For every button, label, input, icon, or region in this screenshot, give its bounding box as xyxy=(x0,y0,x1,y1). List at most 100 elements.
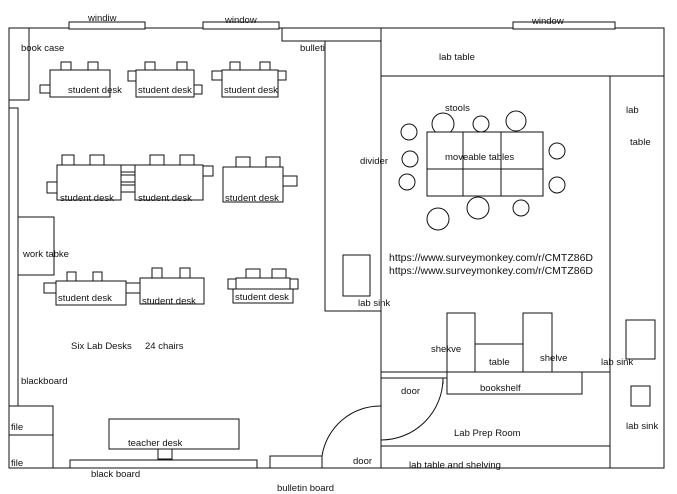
door-mid-label: door xyxy=(401,386,420,397)
stool xyxy=(466,196,490,220)
desk-group-row3: student desk student desk student desk xyxy=(43,267,299,307)
stool xyxy=(400,123,418,141)
blackboard-left xyxy=(8,107,19,407)
table-right-label: table xyxy=(630,137,651,148)
student-desk-label: student desk xyxy=(68,85,122,96)
desk-group-row2: student desk student desk student desk xyxy=(46,154,298,204)
chair xyxy=(120,184,136,193)
chair xyxy=(259,61,271,71)
chair xyxy=(193,84,203,95)
lab-sink-bottom-right xyxy=(630,385,651,407)
student-desk xyxy=(139,277,205,305)
teacher-desk-label: teacher desk xyxy=(128,438,183,449)
door-bottom-label: door xyxy=(353,456,372,467)
chair xyxy=(211,70,223,81)
moveable-tables-label: moveable tables xyxy=(445,152,514,163)
chair xyxy=(66,271,77,282)
lab-prep-room-label: Lab Prep Room xyxy=(454,428,521,439)
chair xyxy=(61,154,75,166)
blackboard-left-label: blackboard xyxy=(21,376,67,387)
student-desk xyxy=(135,69,195,98)
student-desk-label: student desk xyxy=(58,293,112,304)
bulletin-board-bottom-label: bulletin board xyxy=(277,483,334,494)
chair xyxy=(120,174,136,183)
window-left-label: windiw xyxy=(87,13,117,24)
chair xyxy=(87,61,99,71)
chair xyxy=(144,61,156,71)
student-desk-label: student desk xyxy=(235,292,289,303)
moveable-table xyxy=(500,168,544,197)
student-desk xyxy=(221,69,279,98)
lab-table-top-label: lab table xyxy=(439,52,475,63)
student-desk-label: student desk xyxy=(142,296,196,307)
book-case xyxy=(8,27,30,101)
stool xyxy=(505,110,527,132)
chair xyxy=(149,154,165,166)
shelve-left-label: shekve xyxy=(431,344,461,355)
stool xyxy=(512,199,530,217)
desk-group-row1: student desk student desk student desk xyxy=(39,61,287,98)
black-board-bottom xyxy=(69,459,258,469)
file-cabinet-2 xyxy=(8,434,54,469)
black-board-bottom-label: black board xyxy=(91,469,140,480)
lab-sink-right-label: lab sink xyxy=(601,357,633,368)
teacher-desk xyxy=(108,418,240,450)
moveable-table xyxy=(426,131,464,170)
chair xyxy=(277,70,287,81)
chair xyxy=(265,156,281,168)
stool xyxy=(472,115,490,133)
student-desk xyxy=(222,166,284,203)
stool xyxy=(548,142,566,160)
stool xyxy=(548,176,566,194)
stool xyxy=(426,207,450,231)
chair xyxy=(92,271,103,282)
lab-sink-center xyxy=(342,254,371,297)
student-desk xyxy=(232,288,294,304)
shelve-right xyxy=(522,312,553,373)
door-prep-swing xyxy=(380,377,444,441)
lab-table-shelving-label: lab table and shelving xyxy=(409,460,501,471)
chair xyxy=(39,84,51,94)
chair xyxy=(179,267,191,279)
chair xyxy=(179,154,195,166)
chair xyxy=(282,175,298,187)
divider-label: divider xyxy=(360,156,388,167)
lab-sink-right xyxy=(625,319,656,360)
survey-url-1[interactable]: https://www.surveymonkey.com/r/CMTZ86D xyxy=(389,252,593,264)
file-cabinet-1 xyxy=(8,405,54,436)
book-case-label: book case xyxy=(21,43,64,54)
chairs-24-label: 24 chairs xyxy=(145,341,184,352)
chair xyxy=(176,61,188,71)
bookshelf-label: bookshelf xyxy=(480,383,521,394)
chair xyxy=(127,70,137,82)
shelve-right-label: shelve xyxy=(540,353,567,364)
file-1-label: file xyxy=(11,422,23,433)
work-table-label: work tabke xyxy=(22,249,69,260)
chair xyxy=(229,61,241,71)
student-desk-label: student desk xyxy=(225,193,279,204)
chair xyxy=(245,268,261,279)
chair xyxy=(60,61,72,71)
student-desk-label: student desk xyxy=(138,193,192,204)
window-center xyxy=(202,21,280,30)
moveable-table xyxy=(426,168,464,197)
moveable-table xyxy=(462,131,502,170)
student-desk xyxy=(49,69,111,98)
center-table xyxy=(474,343,524,373)
file-2-label: file xyxy=(11,458,23,469)
bulletin-board-top xyxy=(281,27,382,42)
lab-sink-center-label: lab sink xyxy=(358,298,390,309)
chair xyxy=(227,278,237,290)
student-desk-label: student desk xyxy=(60,193,114,204)
moveable-table xyxy=(462,168,502,197)
student-desk xyxy=(134,164,204,201)
teacher-chair xyxy=(157,448,173,460)
student-desk-label: student desk xyxy=(138,85,192,96)
survey-url-2[interactable]: https://www.surveymonkey.com/r/CMTZ86D xyxy=(389,265,593,277)
window-right-label: window xyxy=(531,16,564,27)
stool xyxy=(398,173,416,191)
stools xyxy=(398,110,566,231)
moveable-tables xyxy=(426,131,544,197)
window-right xyxy=(512,21,616,30)
